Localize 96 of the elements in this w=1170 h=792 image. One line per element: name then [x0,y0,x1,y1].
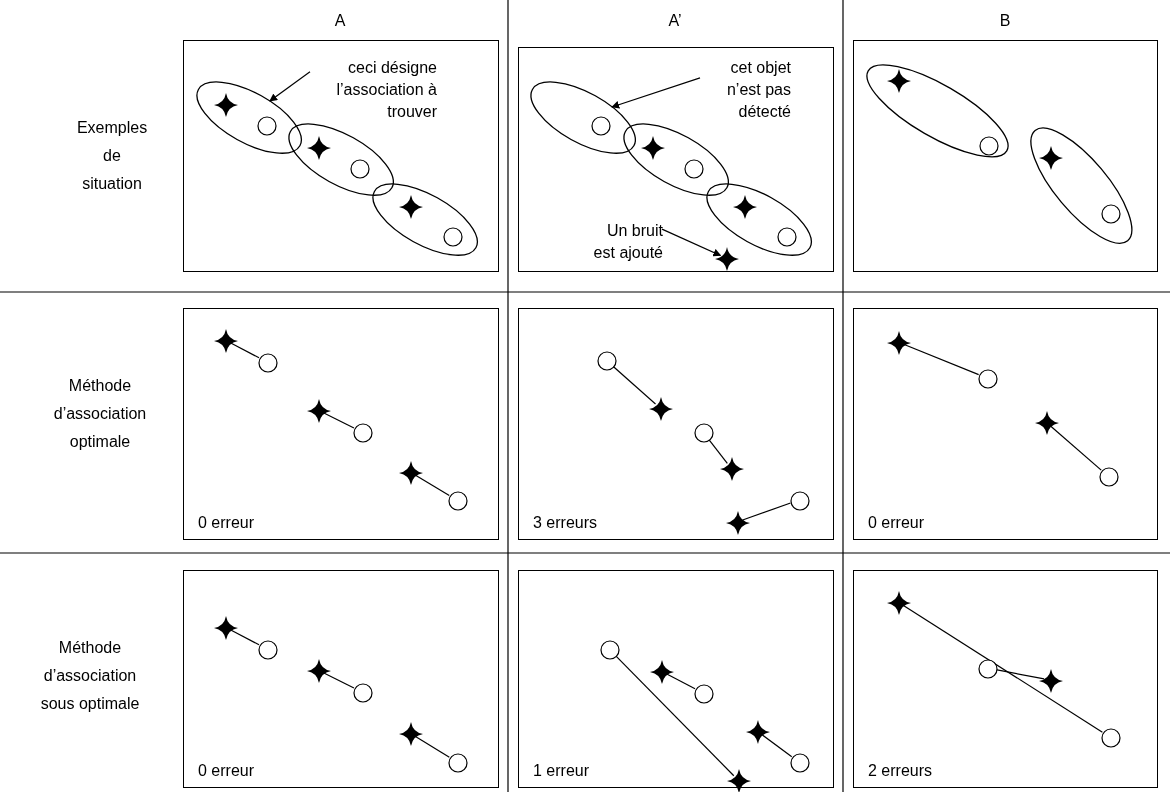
error-count-label: 2 erreurs [868,761,933,781]
error-count-label: 0 erreur [198,761,255,781]
circle-marker [448,491,468,511]
circle-marker [694,684,714,704]
circle-marker [350,159,370,179]
leader-arrow [661,228,722,257]
annotation-text: cet objet n’est pas détecté [701,57,791,125]
association-line [229,629,260,646]
circle-marker [1099,467,1119,487]
association-line [1049,425,1102,471]
association-line [707,438,728,464]
grouping-ellipse [1029,127,1133,245]
star-marker [887,331,911,355]
row-header: Méthode d’association optimale [52,376,148,452]
star-marker [399,461,423,485]
frame-panel [183,570,499,788]
star-marker [214,93,238,117]
star-marker [307,399,331,423]
star-marker [720,457,744,481]
star-marker [887,69,911,93]
error-count-label: 3 erreurs [533,513,598,533]
circle-marker [790,491,810,511]
grouping-ellipse [195,81,303,155]
grouping-ellipse [371,183,479,257]
frame-panel [183,40,499,272]
star-marker [726,511,750,535]
frame-panel [518,47,834,272]
circle-marker [353,683,373,703]
grouping-ellipse [865,64,1009,158]
leader-arrow [611,77,701,109]
star-marker [307,136,331,160]
circle-marker [258,353,278,373]
association-line [614,654,735,777]
circle-marker [443,227,463,247]
star-marker [1039,669,1063,693]
association-line [322,672,355,689]
star-marker [715,247,739,271]
star-marker [399,722,423,746]
circle-marker [979,136,999,156]
star-marker [733,195,757,219]
association-line [902,604,1103,733]
grouping-ellipse [622,123,730,197]
column-header: A [333,11,347,31]
frame-panel [853,570,1158,788]
error-count-label: 1 erreur [533,761,590,781]
star-marker [214,329,238,353]
association-line [414,735,450,758]
annotation-text: Un bruit est ajouté [585,220,663,266]
circle-marker [978,659,998,679]
association-line [229,342,260,359]
circle-marker [790,753,810,773]
row-header: Méthode d’association sous optimale [39,638,141,714]
star-marker [650,660,674,684]
association-line [322,412,355,429]
star-marker [1035,411,1059,435]
association-line [665,673,696,690]
circle-marker [1101,728,1121,748]
star-marker [214,616,238,640]
star-marker [727,769,751,792]
star-marker [887,591,911,615]
circle-marker [591,116,611,136]
circle-marker [597,351,617,371]
frame-panel [853,40,1158,272]
star-marker [399,195,423,219]
error-count-label: 0 erreur [198,513,255,533]
circle-marker [257,116,277,136]
association-line [761,733,793,758]
row-header: Exemples de situation [75,118,149,194]
star-marker [746,720,770,744]
column-header: B [998,11,1012,31]
circle-marker [353,423,373,443]
annotation-text: ceci désigne l’association à trouver [311,57,437,125]
star-marker [649,397,673,421]
grouping-ellipse [529,81,637,155]
star-marker [641,136,665,160]
grouping-ellipse [705,183,813,257]
frame-panel [518,308,834,540]
circle-marker [258,640,278,660]
frame-panel [853,308,1158,540]
column-header: A’ [667,11,683,31]
error-count-label: 0 erreur [868,513,925,533]
frame-panel [183,308,499,540]
circle-marker [448,753,468,773]
star-marker [307,659,331,683]
star-marker [1039,146,1063,170]
circle-marker [694,423,714,443]
association-line [414,474,450,496]
grouping-ellipse [287,123,395,197]
association-line [742,502,792,521]
circle-marker [978,369,998,389]
circle-marker [600,640,620,660]
circle-marker [777,227,797,247]
circle-marker [684,159,704,179]
leader-arrow [269,71,311,102]
association-line [612,365,657,405]
circle-marker [1101,204,1121,224]
